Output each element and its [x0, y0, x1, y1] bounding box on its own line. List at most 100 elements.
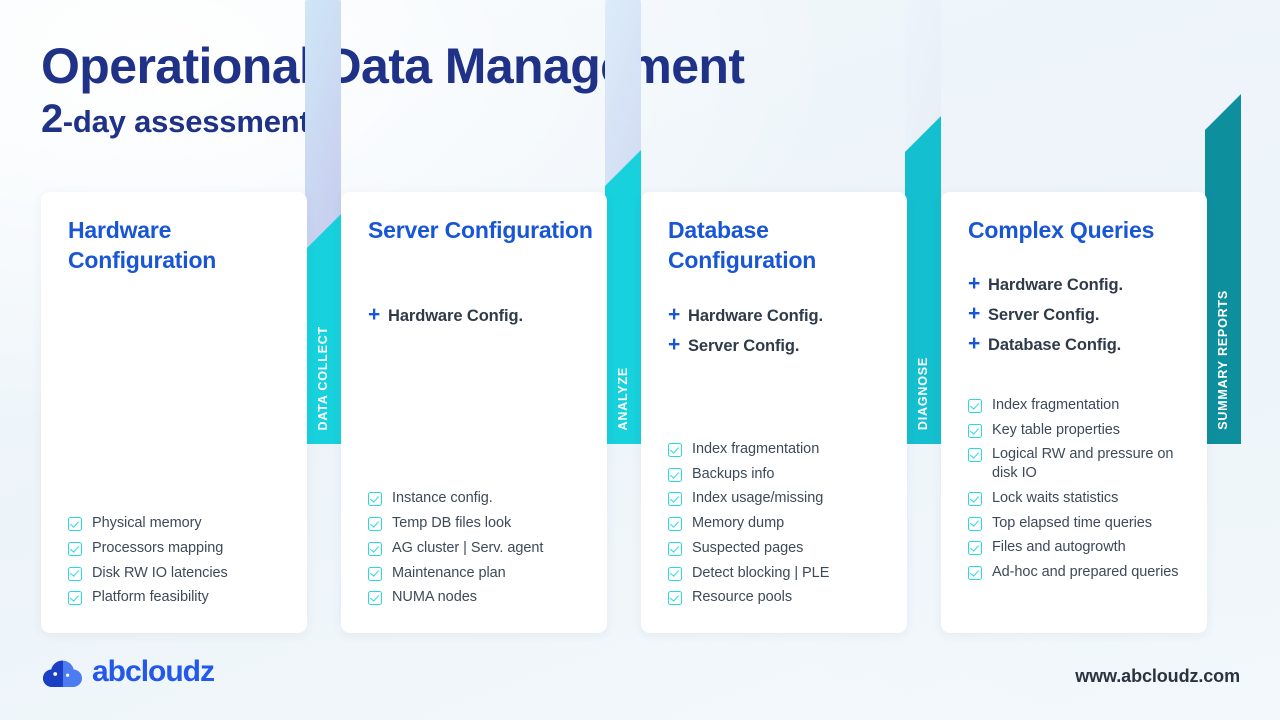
list-item[interactable]: Suspected pages: [668, 539, 889, 558]
list-item[interactable]: Maintenance plan: [368, 564, 589, 583]
check-icon: [368, 566, 382, 581]
prerequisite-label: Hardware Config.: [988, 276, 1124, 294]
card-title: Database Configuration: [668, 217, 817, 273]
check-icon: [668, 566, 682, 581]
prerequisite-label: Server Config.: [988, 306, 1100, 324]
list-item-label: Detect blocking | PLE: [692, 564, 830, 581]
ribbon-analyze: ANALYZE: [605, 0, 641, 444]
prerequisite-item: + Database Config.: [968, 333, 1193, 355]
cloud-logo-svg: [43, 660, 82, 687]
list-item-label: Top elapsed time queries: [992, 514, 1153, 531]
plus-icon: +: [668, 303, 681, 326]
ribbon-label-summary-reports: SUMMARY REPORTS: [1216, 290, 1230, 430]
header: Operational Data Management 2-day assess…: [41, 38, 941, 141]
prerequisite-item: + Server Config.: [668, 334, 893, 356]
list-item[interactable]: Index fragmentation: [668, 440, 889, 459]
brand-name: abcloudz: [92, 655, 215, 688]
check-icon: [968, 448, 982, 463]
list-item[interactable]: Instance config.: [368, 489, 589, 508]
list-item-label: Platform feasibility: [92, 589, 209, 606]
check-icon: [668, 517, 682, 532]
list-item-label: Backups info: [692, 465, 775, 482]
check-icon: [68, 517, 82, 532]
card-prerequisites: + Hardware Config. + Server Config. + Da…: [968, 273, 1193, 363]
list-item[interactable]: Lock waits statistics: [968, 489, 1189, 508]
list-item[interactable]: Temp DB files look: [368, 514, 589, 533]
list-item[interactable]: Top elapsed time queries: [968, 514, 1189, 533]
prerequisite-item: + Hardware Config.: [968, 273, 1193, 295]
list-item-label: Suspected pages: [692, 539, 804, 556]
prerequisite-label: Hardware Config.: [688, 307, 824, 325]
list-item-label: Temp DB files look: [392, 515, 512, 532]
footer: abcloudz www.abcloudz.com: [0, 636, 1280, 720]
check-icon: [668, 443, 682, 458]
card-server-configuration[interactable]: Server Configuration + Hardware Config. …: [341, 192, 607, 633]
check-icon: [968, 423, 982, 438]
list-item[interactable]: Physical memory: [68, 514, 289, 533]
card-complex-queries[interactable]: Complex Queries + Hardware Config. + Ser…: [941, 192, 1207, 633]
list-item-label: Files and autogrowth: [992, 539, 1126, 556]
prerequisite-label: Database Config.: [988, 336, 1122, 354]
card-title: Complex Queries: [968, 217, 1155, 243]
card-hardware-configuration[interactable]: Hardware Configuration Physical memory P…: [41, 192, 307, 633]
list-item[interactable]: Logical RW and pressure on disk IO: [968, 445, 1189, 482]
plus-icon: +: [968, 302, 981, 325]
check-icon: [968, 516, 982, 531]
plus-icon: +: [968, 272, 981, 295]
prerequisite-item: + Server Config.: [968, 303, 1193, 325]
list-item[interactable]: Index fragmentation: [968, 396, 1189, 415]
list-item-label: Physical memory: [92, 515, 202, 532]
ribbon-band-2: [605, 150, 641, 444]
list-item[interactable]: Index usage/missing: [668, 489, 889, 508]
card-title: Server Configuration: [368, 217, 593, 243]
ribbon-band-4: [1205, 94, 1241, 444]
list-item[interactable]: Backups info: [668, 465, 889, 484]
check-icon: [968, 565, 982, 580]
list-item[interactable]: Resource pools: [668, 588, 889, 607]
check-icon: [68, 566, 82, 581]
list-item-label: Index fragmentation: [692, 441, 820, 458]
list-item[interactable]: Key table properties: [968, 421, 1189, 440]
card-checklist: Physical memory Processors mapping Disk …: [68, 514, 289, 607]
list-item[interactable]: Platform feasibility: [68, 588, 289, 607]
page-subtitle: 2-day assessment: [41, 97, 941, 141]
ribbon-diagnose: DIAGNOSE: [905, 0, 941, 444]
ribbon-label-data-collect: DATA COLLECT: [316, 325, 330, 431]
ribbon-summary-reports: SUMMARY REPORTS: [1205, 0, 1241, 444]
list-item[interactable]: Ad-hoc and prepared queries: [968, 563, 1189, 582]
list-item[interactable]: Detect blocking | PLE: [668, 564, 889, 583]
plus-icon: +: [668, 333, 681, 356]
list-item-label: AG cluster | Serv. agent: [392, 539, 544, 556]
check-icon: [368, 492, 382, 507]
list-item[interactable]: AG cluster | Serv. agent: [368, 539, 589, 558]
list-item-label: Logical RW and pressure on disk IO: [992, 446, 1174, 482]
check-icon: [668, 541, 682, 556]
list-item[interactable]: Processors mapping: [68, 539, 289, 558]
list-item-label: Instance config.: [392, 490, 493, 507]
ribbon-band-3: [905, 116, 941, 444]
brand-logo[interactable]: abcloudz: [42, 655, 215, 688]
list-item-label: Disk RW IO latencies: [92, 564, 228, 581]
list-item-label: Processors mapping: [92, 539, 224, 556]
list-item-label: Maintenance plan: [392, 564, 506, 581]
card-checklist: Index fragmentation Key table properties…: [968, 396, 1189, 582]
card-title: Hardware Configuration: [68, 217, 217, 273]
page-title: Operational Data Management: [41, 38, 745, 94]
subtitle-rest: -day assessment: [62, 104, 310, 139]
card-database-configuration[interactable]: Database Configuration + Hardware Config…: [641, 192, 907, 633]
list-item-label: Resource pools: [692, 589, 793, 606]
list-item-label: Index fragmentation: [992, 397, 1120, 413]
list-item-label: Index usage/missing: [692, 490, 824, 507]
list-item[interactable]: Memory dump: [668, 514, 889, 533]
list-item[interactable]: Disk RW IO latencies: [68, 564, 289, 583]
plus-icon: +: [368, 303, 381, 326]
list-item[interactable]: Files and autogrowth: [968, 538, 1189, 557]
card-prerequisites: + Hardware Config. + Server Config.: [668, 304, 893, 364]
prerequisite-item: + Hardware Config.: [368, 304, 593, 326]
check-icon: [668, 492, 682, 507]
check-icon: [68, 591, 82, 606]
check-icon: [968, 399, 982, 413]
check-icon: [968, 491, 982, 506]
list-item[interactable]: NUMA nodes: [368, 588, 589, 607]
